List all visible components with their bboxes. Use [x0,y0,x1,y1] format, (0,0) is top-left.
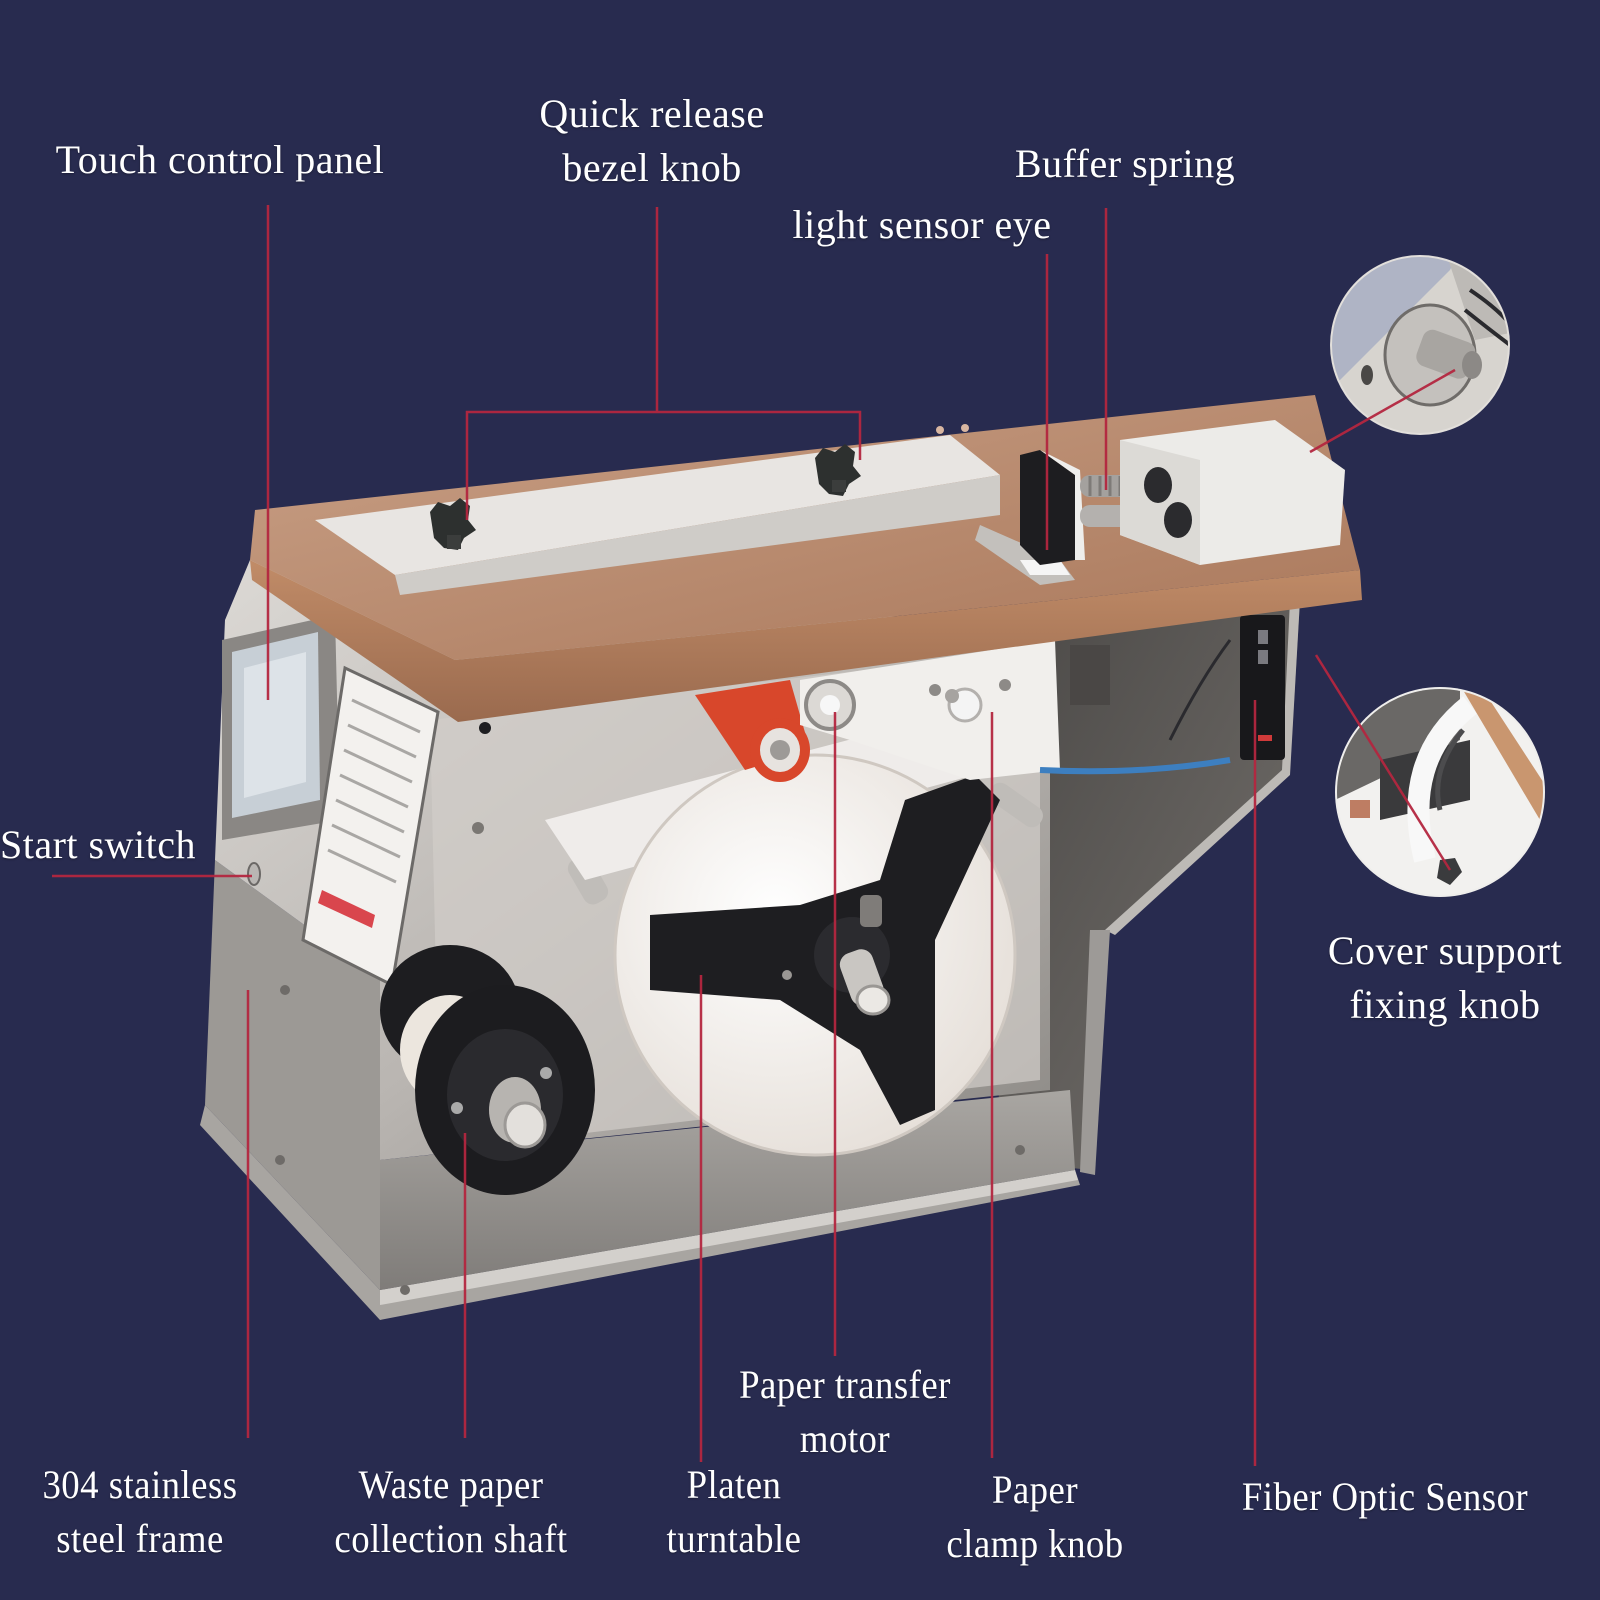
platen-turntable [613,753,1017,1157]
waste-paper-collection-shaft [380,945,595,1195]
start-switch [247,862,261,886]
paper-transfer-roller [695,680,810,782]
buffer-spring-detail-inset [1330,255,1510,435]
label-waste-paper-collection-shaft: Waste paper collection shaft [334,1462,568,1561]
spec-sheet-sticker [301,665,440,988]
label-quick-release-bezel-knob: Quick release bezel knob [539,91,765,190]
label-buffer-spring: Buffer spring [1014,141,1236,186]
quick-release-bezel-knob-left [430,498,476,550]
label-light-sensor-eye: light sensor eye [792,202,1052,247]
paper-clamp-knob [945,687,983,723]
fiber-optic-sensor [1039,615,1285,775]
touch-control-panel [222,615,340,840]
label-start-switch: Start switch [0,822,196,867]
leader-lines [52,205,1456,1466]
label-touch-control-panel: Touch control panel [55,137,385,182]
paper-transfer-motor-bracket [800,640,1060,780]
label-cover-support-fixing-knob: Cover support fixing knob [1327,928,1563,1027]
label-paper-clamp-knob: Paper clamp knob [946,1467,1124,1566]
label-fiber-optic-sensor: Fiber Optic Sensor [1241,1474,1529,1519]
label-paper-transfer-motor: Paper transfer motor [739,1362,951,1461]
cover-support-knob-detail-inset [1335,687,1545,897]
label-platen-turntable: Platen turntable [666,1462,802,1561]
quick-release-bezel-knob-right [815,444,861,496]
label-304-stainless-steel-frame: 304 stainless steel frame [42,1462,238,1561]
spring-housing-block [1120,420,1345,565]
